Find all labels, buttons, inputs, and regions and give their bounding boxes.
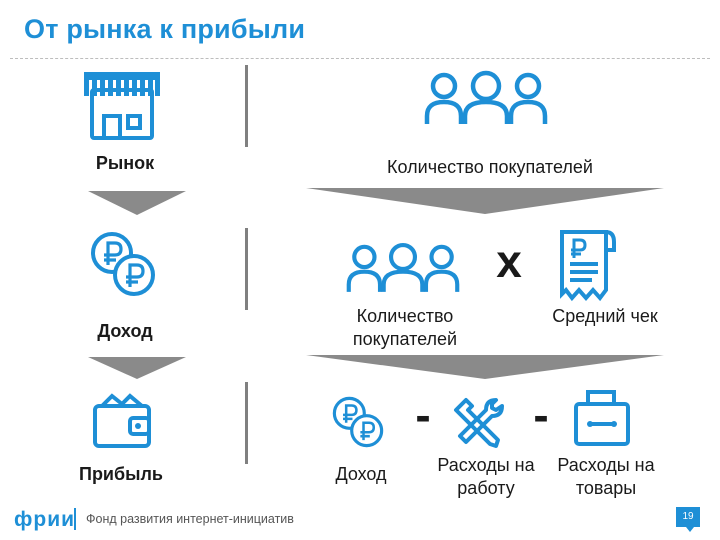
down-arrow-icon xyxy=(306,355,664,379)
income-label: Доход xyxy=(335,464,387,484)
row-separator xyxy=(245,382,248,464)
average-check-label: Средний чек xyxy=(552,306,658,326)
store-icon xyxy=(84,72,160,140)
box-icon xyxy=(574,390,630,446)
footer-divider xyxy=(74,508,76,530)
coins-icon xyxy=(332,396,384,448)
down-arrow-icon xyxy=(306,188,664,214)
footer-org-name: Фонд развития интернет-инициатив xyxy=(86,512,294,526)
row-separator xyxy=(245,65,248,147)
buyers-count-label: Количество покупателей xyxy=(352,306,458,349)
frii-logo: фрии xyxy=(14,508,76,531)
profit-label: Прибыль xyxy=(79,464,163,484)
market-label: Рынок xyxy=(95,153,155,173)
tools-icon xyxy=(454,398,504,448)
title-divider xyxy=(10,58,710,59)
page-number: 19 xyxy=(676,507,700,527)
coins-icon xyxy=(91,232,155,296)
work-expenses-label: Расходы на работу xyxy=(437,455,535,498)
minus-sign: - xyxy=(415,389,431,441)
people-icon xyxy=(424,70,548,124)
goods-expenses-label: Расходы на товары xyxy=(557,455,655,498)
page-title: От рынка к прибыли xyxy=(24,14,306,44)
wallet-icon xyxy=(93,393,151,448)
multiply-sign: х xyxy=(496,235,522,287)
down-arrow-icon xyxy=(88,191,186,215)
down-arrow-icon xyxy=(88,357,186,379)
minus-sign: - xyxy=(533,389,549,441)
income-label: Доход xyxy=(97,321,153,341)
people-icon xyxy=(346,242,460,292)
row-separator xyxy=(245,228,248,310)
buyers-count-label: Количество покупателей xyxy=(387,157,593,177)
receipt-icon xyxy=(560,230,616,302)
page-number-tail xyxy=(686,527,694,532)
